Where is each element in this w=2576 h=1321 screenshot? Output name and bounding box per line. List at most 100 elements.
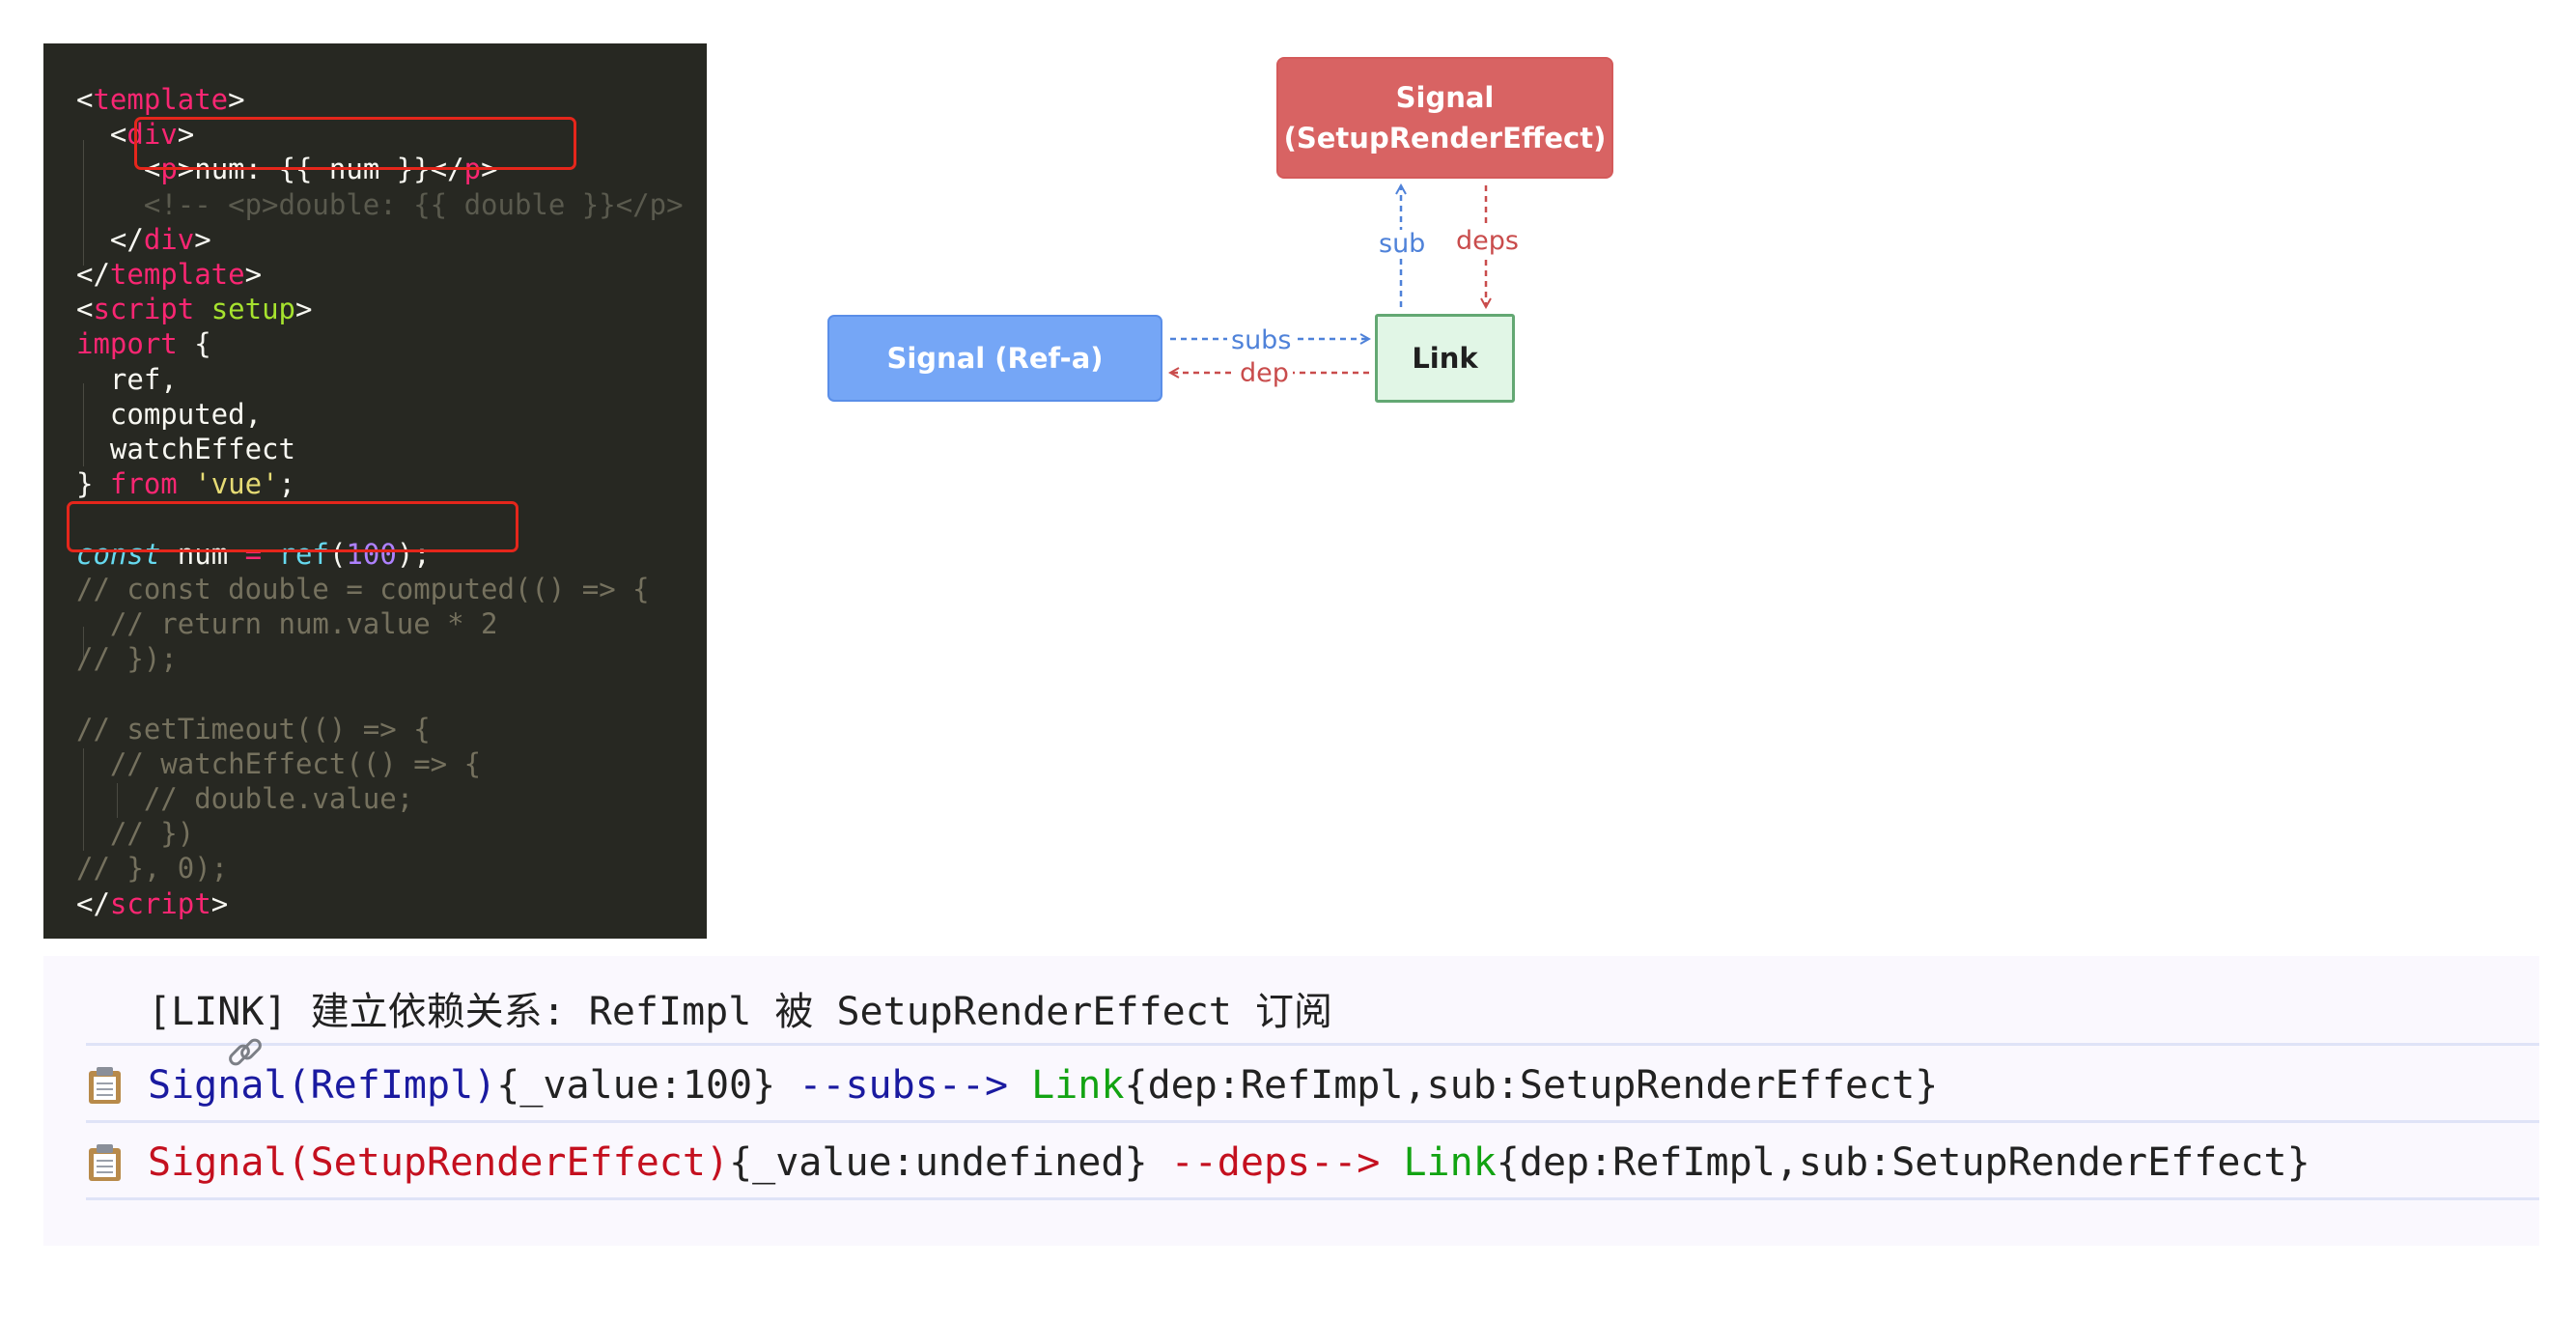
highlight-template-num: [134, 117, 576, 170]
log-link-word: Link: [1380, 1140, 1497, 1185]
code-token: from: [109, 467, 178, 501]
code-token: // }, 0);: [76, 852, 229, 885]
code-token: script: [93, 293, 195, 326]
code-line: // watchEffect(() => {: [76, 746, 481, 781]
code-line: </template>: [76, 257, 262, 292]
node-signal-ref-a: Signal (Ref-a): [827, 315, 1162, 402]
code-line: <script setup>: [76, 292, 312, 326]
log-line-subs: Signal(RefImpl) {_value:100} --subs--> L…: [86, 1051, 2539, 1123]
code-line: // }, 0);: [76, 851, 228, 885]
node-signal-setup-render-effect-line1: Signal: [1395, 81, 1495, 114]
code-line: <template>: [76, 82, 245, 117]
code-line: ref,: [76, 362, 178, 397]
code-line: } from 'vue';: [76, 466, 295, 501]
code-token: watchEffect: [76, 433, 295, 465]
code-token: // });: [76, 642, 178, 676]
code-token: 100: [346, 537, 397, 571]
console-log: [LINK] 建立依赖关系: RefImpl 被 SetupRenderEffe…: [43, 956, 2539, 1246]
code-token: <: [76, 83, 94, 116]
code-token: </: [76, 258, 110, 291]
code-line: // });: [76, 641, 178, 676]
code-token: ;: [278, 467, 296, 501]
log-link-text: [LINK] 建立依赖关系: RefImpl 被 SetupRenderEffe…: [148, 990, 1332, 1034]
code-token: >: [194, 222, 211, 256]
log-link-body: {dep:RefImpl,sub:SetupRenderEffect}: [1496, 1140, 2310, 1185]
code-line: // return num.value * 2: [76, 606, 498, 641]
code-line: </div>: [76, 222, 211, 257]
indent-guide: [117, 783, 118, 818]
code-line: watchEffect: [76, 432, 295, 466]
code-token: // watchEffect(() => {: [76, 746, 482, 780]
edge-label-dep: dep: [1236, 359, 1293, 388]
log-line-deps: Signal(SetupRenderEffect) {_value:undefi…: [86, 1128, 2539, 1200]
code-line: </script>: [76, 886, 228, 921]
code-token: // double.value;: [76, 782, 414, 815]
log-signal-value: {_value:undefined}: [729, 1140, 1171, 1185]
edge-label-deps: deps: [1452, 227, 1523, 256]
code-token: >: [244, 258, 263, 291]
node-signal-setup-render-effect: Signal (SetupRenderEffect): [1276, 57, 1613, 179]
node-link: Link: [1375, 314, 1515, 403]
code-token: script: [109, 886, 211, 920]
code-line: import {: [76, 326, 211, 361]
code-token: 'vue': [194, 467, 279, 501]
code-token: {: [177, 327, 211, 361]
code-token: ref: [278, 537, 329, 571]
code-token: <!-- <p>double: {{ double }}</p>: [76, 187, 684, 221]
code-token: }: [76, 467, 110, 501]
highlight-const-num: [67, 501, 518, 552]
code-token: </: [76, 886, 110, 920]
code-token: <: [76, 118, 127, 152]
code-line: // setTimeout(() => {: [76, 712, 431, 746]
code-line: computed,: [76, 397, 262, 432]
code-token: computed,: [76, 397, 263, 431]
node-signal-ref-a-label: Signal (Ref-a): [886, 342, 1104, 375]
log-signal-effect: Signal(SetupRenderEffect): [148, 1140, 730, 1185]
log-arrow-subs: --subs-->: [798, 1063, 1009, 1108]
edge-label-sub: sub: [1375, 230, 1430, 259]
code-token: );: [396, 537, 431, 571]
log-arrow-deps: --deps-->: [1170, 1140, 1381, 1185]
code-token: </: [76, 222, 144, 256]
code-token: >: [210, 886, 229, 920]
indent-guide: [83, 627, 84, 661]
code-token: >: [177, 118, 195, 152]
code-token: div: [143, 222, 195, 256]
indent-guide: [83, 383, 84, 466]
code-token: // return num.value * 2: [76, 607, 498, 640]
indent-guide: [83, 140, 84, 266]
code-token: >: [228, 83, 245, 116]
code-token: // setTimeout(() => {: [76, 712, 431, 745]
edge-label-subs: subs: [1227, 326, 1296, 355]
code-token: >: [295, 293, 313, 326]
code-token: import: [76, 327, 178, 361]
log-signal-refimpl: Signal(RefImpl): [148, 1063, 497, 1108]
code-token: num: [160, 537, 245, 571]
code-token: setup: [210, 293, 296, 326]
clipboard-icon: [86, 1066, 125, 1105]
log-link-word: Link: [1008, 1063, 1125, 1108]
indent-guide: [83, 748, 84, 851]
code-token: <: [76, 293, 94, 326]
node-signal-setup-render-effect-line2: (SetupRenderEffect): [1283, 122, 1607, 155]
clipboard-icon: [86, 1143, 125, 1182]
code-token: // }): [76, 817, 195, 851]
code-line: const num = ref(100);: [76, 537, 431, 572]
code-editor[interactable]: <template> <div> <p>num: {{ num }}</p> <…: [43, 43, 707, 939]
link-icon: [86, 989, 262, 1066]
code-line: // }): [76, 816, 194, 851]
code-token: =: [244, 537, 263, 571]
log-line-link: [LINK] 建立依赖关系: RefImpl 被 SetupRenderEffe…: [86, 973, 2539, 1066]
code-line: // double.value;: [76, 781, 413, 816]
code-token: template: [109, 258, 245, 291]
code-token: (: [328, 537, 347, 571]
code-token: ref,: [76, 362, 178, 396]
code-token: template: [93, 83, 229, 116]
code-token: const: [76, 537, 161, 571]
log-signal-value: {_value:100}: [496, 1063, 799, 1108]
code-token: // const double = computed(() => {: [76, 572, 650, 605]
log-link-body: {dep:RefImpl,sub:SetupRenderEffect}: [1124, 1063, 1939, 1108]
code-line: <!-- <p>double: {{ double }}</p>: [76, 187, 684, 222]
node-link-label: Link: [1412, 342, 1478, 375]
code-line: // const double = computed(() => {: [76, 572, 650, 606]
